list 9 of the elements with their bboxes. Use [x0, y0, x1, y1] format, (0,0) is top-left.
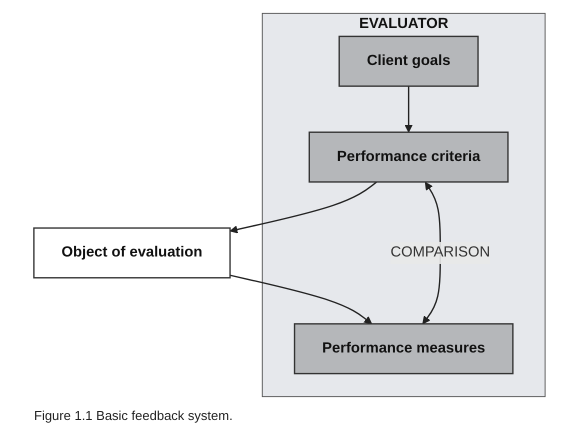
node-box: Client goals — [338, 36, 479, 87]
arrow — [230, 181, 378, 234]
figure-caption: Figure 1.1 Basic feedback system. — [33, 407, 234, 425]
arrow — [230, 274, 372, 324]
node-box: Object of evaluation — [33, 227, 231, 278]
edge-label: COMPARISON — [390, 244, 490, 260]
node-box: Performance criteria — [308, 132, 509, 183]
arrow — [404, 86, 413, 133]
node-box: Performance measures — [294, 323, 514, 374]
